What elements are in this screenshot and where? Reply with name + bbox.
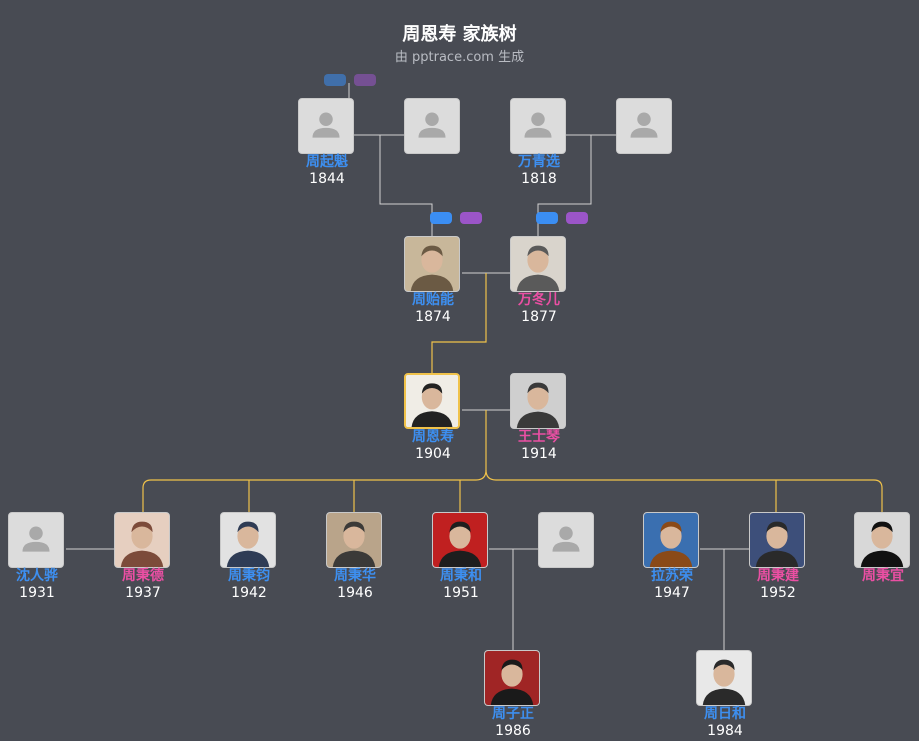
person-birth-year: 1947	[654, 585, 690, 601]
person-photo[interactable]	[404, 236, 460, 292]
person-birth-year: 1874	[415, 309, 451, 325]
connector-line	[485, 469, 883, 512]
person-birth-year: 1877	[521, 309, 557, 325]
person-photo[interactable]	[510, 373, 566, 429]
person-birth-year: 1984	[707, 723, 743, 739]
placeholder-avatar-icon	[617, 99, 671, 153]
person-photo[interactable]	[538, 512, 594, 568]
person-photo[interactable]	[404, 98, 460, 154]
person-name[interactable]: 周秉华	[334, 568, 376, 584]
page-subtitle: 由 pptrace.com 生成	[394, 50, 525, 65]
person-birth-year: 1931	[19, 585, 55, 601]
person-photo[interactable]	[326, 512, 382, 568]
person-name[interactable]: 周秉宜	[862, 568, 904, 584]
person-birth-year: 1986	[495, 723, 531, 739]
page-title: 周恩寿 家族树	[402, 24, 517, 45]
portrait-photo	[644, 513, 698, 567]
placeholder-avatar-icon	[539, 513, 593, 567]
person-birth-year: 1951	[443, 585, 479, 601]
expand-mother-spouse-button[interactable]	[566, 212, 588, 224]
person-name[interactable]: 周秉钧	[228, 568, 270, 584]
portrait-photo	[511, 374, 565, 428]
person-photo[interactable]	[432, 512, 488, 568]
person-photo[interactable]	[220, 512, 276, 568]
placeholder-avatar-icon	[405, 99, 459, 153]
person-birth-year: 1937	[125, 585, 161, 601]
person-birth-year: 1904	[415, 446, 451, 462]
person-photo[interactable]	[854, 512, 910, 568]
person-photo[interactable]	[643, 512, 699, 568]
expand-father-spouse-button[interactable]	[460, 212, 482, 224]
person-name[interactable]: 周秉和	[440, 568, 482, 584]
person-name[interactable]: 王士琴	[518, 429, 560, 445]
person-photo[interactable]	[114, 512, 170, 568]
placeholder-avatar-icon	[299, 99, 353, 153]
placeholder-avatar-icon	[9, 513, 63, 567]
person-photo[interactable]	[749, 512, 805, 568]
person-photo[interactable]	[8, 512, 64, 568]
portrait-photo	[485, 651, 539, 705]
connector-line	[142, 410, 487, 512]
person-birth-year: 1952	[760, 585, 796, 601]
person-photo[interactable]	[616, 98, 672, 154]
person-name[interactable]: 万青选	[518, 154, 560, 170]
portrait-photo	[327, 513, 381, 567]
portrait-photo	[221, 513, 275, 567]
person-name[interactable]: 周子正	[492, 706, 534, 722]
connector-line	[431, 273, 487, 374]
person-birth-year: 1942	[231, 585, 267, 601]
expand-father-ancestors-button[interactable]	[430, 212, 452, 224]
person-photo[interactable]	[484, 650, 540, 706]
person-birth-year: 1844	[309, 171, 345, 187]
person-photo[interactable]	[510, 98, 566, 154]
person-name[interactable]: 周秉建	[757, 568, 799, 584]
person-birth-year: 1818	[521, 171, 557, 187]
person-name[interactable]: 周贻能	[412, 292, 454, 308]
person-name[interactable]: 万冬儿	[518, 292, 560, 308]
expand-mother-ancestors-button[interactable]	[536, 212, 558, 224]
person-photo[interactable]	[404, 373, 460, 429]
person-name[interactable]: 周秉德	[122, 568, 164, 584]
person-name[interactable]: 沈人骅	[16, 568, 58, 584]
portrait-photo	[115, 513, 169, 567]
portrait-photo	[433, 513, 487, 567]
placeholder-avatar-icon	[511, 99, 565, 153]
person-name[interactable]: 周日和	[704, 706, 746, 722]
expand-maternal-ancestors-button[interactable]	[354, 74, 376, 86]
portrait-photo	[406, 375, 458, 427]
person-birth-year: 1946	[337, 585, 373, 601]
expand-paternal-ancestors-button[interactable]	[324, 74, 346, 86]
portrait-photo	[855, 513, 909, 567]
person-birth-year: 1914	[521, 446, 557, 462]
person-name[interactable]: 周起魁	[306, 154, 348, 170]
person-photo[interactable]	[510, 236, 566, 292]
portrait-photo	[750, 513, 804, 567]
person-photo[interactable]	[696, 650, 752, 706]
person-name[interactable]: 周恩寿	[412, 429, 454, 445]
portrait-photo	[405, 237, 459, 291]
person-photo[interactable]	[298, 98, 354, 154]
person-name[interactable]: 拉苏荣	[651, 568, 693, 584]
portrait-photo	[697, 651, 751, 705]
portrait-photo	[511, 237, 565, 291]
